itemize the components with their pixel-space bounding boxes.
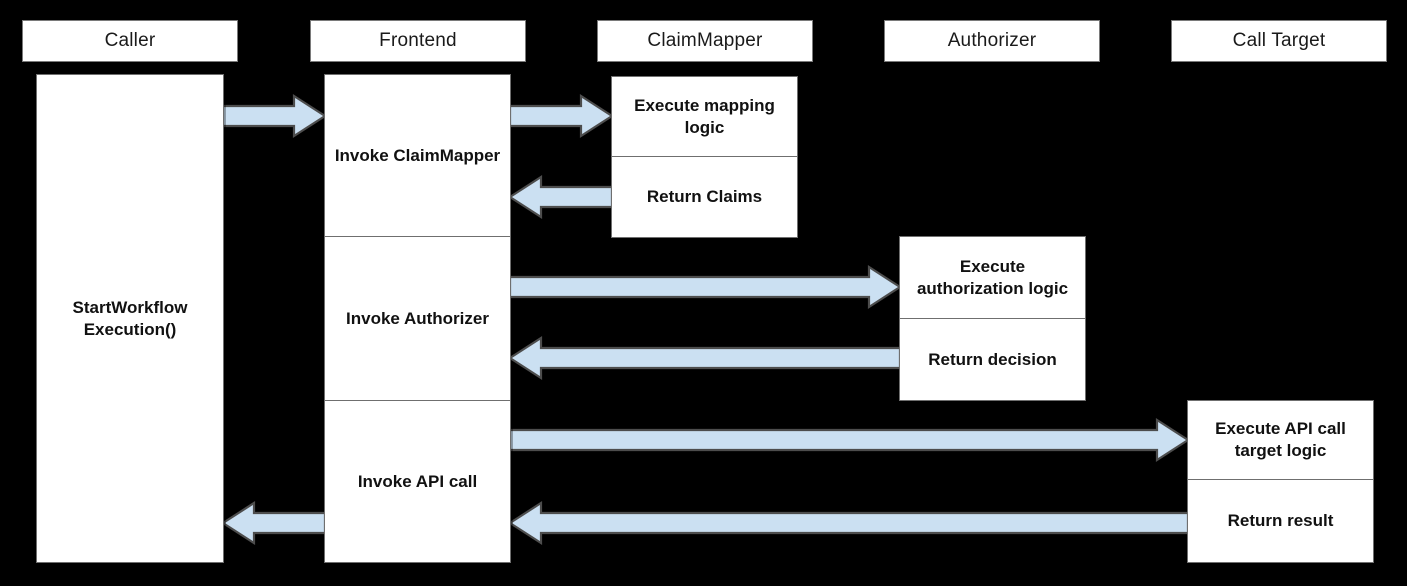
lane-header-frontend[interactable]: Frontend	[310, 20, 526, 62]
activation-calltarget-execute-api-call-target-logic[interactable]: Execute API call target logic	[1187, 400, 1374, 480]
message-arrow-frontend-to-authorizer	[508, 264, 903, 310]
activation-frontend-invoke-authorizer[interactable]: Invoke Authorizer	[324, 236, 511, 401]
activation-frontend-invoke-api-call[interactable]: Invoke API call	[324, 400, 511, 563]
activation-authorizer-return-decision[interactable]: Return decision	[899, 318, 1086, 401]
lane-header-caller-label: Caller	[104, 30, 156, 51]
message-arrow-frontend-to-caller	[220, 500, 327, 546]
activation-authorizer-execute-authorization-logic[interactable]: Execute authorization logic	[899, 236, 1086, 319]
activation-calltarget-execute-api-call-target-logic-label: Execute API call target logic	[1215, 419, 1346, 460]
message-arrow-authorizer-to-frontend	[507, 335, 902, 381]
activation-claimmapper-return-claims-label: Return Claims	[646, 187, 763, 207]
activation-claimmapper-execute-mapping-logic-label: Execute mapping logic	[634, 95, 775, 137]
lane-header-frontend-label: Frontend	[379, 30, 457, 51]
activation-frontend-invoke-api-call-label: Invoke API call	[357, 471, 478, 491]
lane-header-claimmapper[interactable]: ClaimMapper	[597, 20, 813, 62]
lane-header-authorizer-label: Authorizer	[947, 30, 1037, 51]
activation-calltarget-return-result[interactable]: Return result	[1187, 479, 1374, 563]
activation-calltarget-return-result-label: Return result	[1227, 511, 1334, 531]
activation-frontend-invoke-claimmapper[interactable]: Invoke ClaimMapper	[324, 74, 511, 237]
message-arrow-claimmapper-to-frontend	[507, 174, 614, 220]
lane-header-calltarget[interactable]: Call Target	[1171, 20, 1387, 62]
activation-authorizer-execute-authorization-logic-label: Execute authorization logic	[916, 256, 1069, 298]
lane-header-claimmapper-label: ClaimMapper	[647, 30, 763, 51]
activation-authorizer-return-decision-label: Return decision	[928, 349, 1057, 369]
lane-header-calltarget-label: Call Target	[1232, 30, 1326, 51]
message-arrow-calltarget-to-frontend	[507, 500, 1190, 546]
activation-frontend-invoke-authorizer-label: Invoke Authorizer	[346, 308, 489, 328]
activation-claimmapper-return-claims[interactable]: Return Claims	[611, 156, 798, 238]
message-arrow-frontend-to-claimmapper	[508, 93, 615, 139]
activation-caller-startworkflow-label: StartWorkflow Execution()	[72, 297, 188, 339]
lane-header-caller[interactable]: Caller	[22, 20, 238, 62]
activation-caller-startworkflow[interactable]: StartWorkflow Execution()	[36, 74, 224, 563]
message-arrow-frontend-to-calltarget	[508, 417, 1191, 463]
message-arrow-caller-to-frontend	[221, 93, 328, 139]
activation-frontend-invoke-claimmapper-label: Invoke ClaimMapper	[334, 145, 501, 165]
activation-claimmapper-execute-mapping-logic[interactable]: Execute mapping logic	[611, 76, 798, 157]
lane-header-authorizer[interactable]: Authorizer	[884, 20, 1100, 62]
